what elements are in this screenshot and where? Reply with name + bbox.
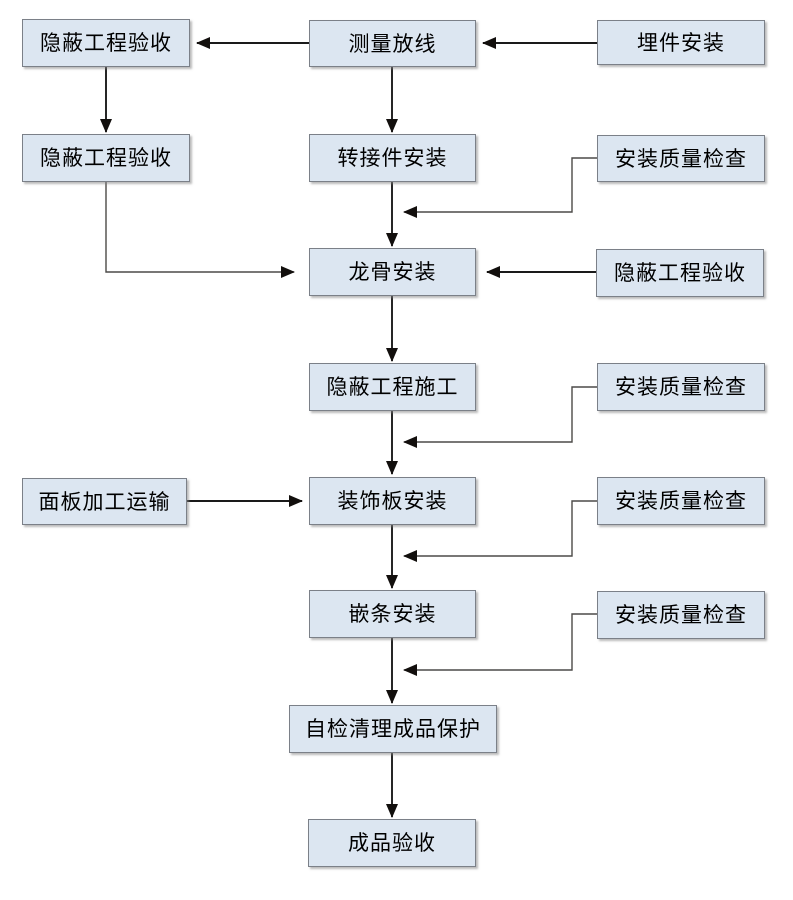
flow-node-label-quality-check-1: 安装质量检查 [615, 147, 747, 171]
flow-node-quality-check-3: 安装质量检查 [597, 477, 765, 525]
flow-node-label-quality-check-2: 安装质量检查 [615, 376, 747, 399]
flow-node-label-hidden-construction: 隐蔽工程施工 [326, 376, 459, 399]
flow-node-label-decor-panel-install: 装饰板安装 [337, 490, 448, 513]
flow-node-product-acceptance: 成品验收 [308, 819, 476, 867]
flow-node-label-quality-check-4: 安装质量检查 [615, 604, 747, 627]
flow-node-adapter-install: 转接件安装 [309, 134, 476, 182]
flow-node-hidden-inspect-2: 隐蔽工程验收 [22, 134, 190, 182]
flow-node-hidden-construction: 隐蔽工程施工 [309, 363, 476, 411]
flow-node-embed-install: 埋件安装 [597, 20, 765, 65]
flow-edge-hidden-inspect-2-to-keel-install [105, 182, 295, 278]
flow-edge-quality-check-3-to-flow-line-3 [403, 500, 597, 562]
flow-node-panel-processing: 面板加工运输 [22, 478, 187, 525]
flow-node-label-hidden-inspect-2: 隐蔽工程验收 [40, 147, 172, 170]
flow-edge-quality-check-1-to-flow-line-1 [403, 157, 597, 218]
flow-node-label-adapter-install: 转接件安装 [337, 147, 448, 170]
flow-node-quality-check-1: 安装质量检查 [597, 135, 765, 182]
flow-node-label-embed-install: 埋件安装 [637, 31, 725, 55]
flow-node-measure-layout: 测量放线 [309, 20, 476, 67]
flow-edges [100, 37, 597, 818]
flow-node-label-self-clean-protect: 自检清理成品保护 [305, 718, 481, 741]
flow-node-quality-check-2: 安装质量检查 [597, 363, 765, 411]
flow-node-label-hidden-inspect-1: 隐蔽工程验收 [40, 32, 172, 55]
flow-node-label-keel-install: 龙骨安装 [348, 261, 437, 284]
flow-node-hidden-inspect-1: 隐蔽工程验收 [22, 19, 190, 67]
flow-node-hidden-inspect-3: 隐蔽工程验收 [596, 249, 764, 297]
flow-node-keel-install: 龙骨安装 [309, 248, 476, 296]
flow-node-decor-panel-install: 装饰板安装 [309, 477, 476, 525]
flow-node-quality-check-4: 安装质量检查 [597, 591, 765, 639]
flow-node-self-clean-protect: 自检清理成品保护 [289, 705, 497, 753]
flow-node-label-panel-processing: 面板加工运输 [38, 490, 171, 514]
flow-node-label-quality-check-3: 安装质量检查 [615, 490, 747, 513]
flow-node-label-product-acceptance: 成品验收 [348, 832, 436, 855]
flow-node-label-hidden-inspect-3: 隐蔽工程验收 [614, 262, 746, 285]
flow-node-trim-install: 嵌条安装 [309, 590, 476, 638]
flow-node-label-measure-layout: 测量放线 [348, 32, 437, 56]
flow-node-label-trim-install: 嵌条安装 [348, 603, 437, 626]
flow-edge-quality-check-2-to-flow-line-2 [403, 386, 597, 448]
flow-edge-quality-check-4-to-flow-line-4 [403, 613, 597, 676]
